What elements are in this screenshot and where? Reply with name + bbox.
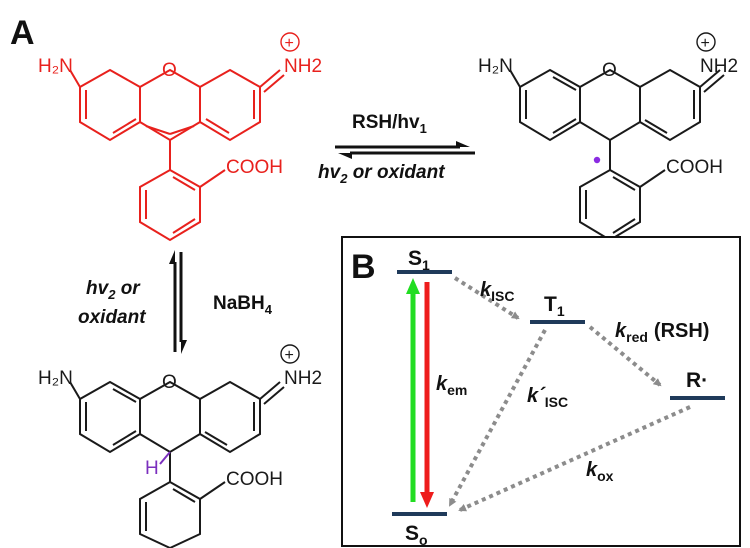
left-equilibrium-arrows <box>169 250 187 354</box>
emission-arrow <box>420 282 434 508</box>
dotted-arrows <box>448 276 691 512</box>
radical-oxygen-label: O <box>602 60 617 81</box>
isc-to-ground-arrow <box>448 329 547 507</box>
oxidized-iminium-label: NH2 <box>284 56 322 77</box>
left-reagent-line1: hv2 or <box>86 278 141 302</box>
absorption-arrow <box>406 278 420 502</box>
oxidized-acid-label: COOH <box>226 157 283 178</box>
reduced-charge-sign: + <box>285 347 294 364</box>
radical-charge-sign: + <box>701 35 710 52</box>
radical-acid-label: COOH <box>666 157 723 178</box>
oxidized-charge-circle <box>280 32 300 52</box>
reduced-acid-label: COOH <box>226 469 283 490</box>
panel-label-a: A <box>10 14 35 52</box>
rate-k-red: kred(RSH) <box>615 320 709 345</box>
oxidized-charge-sign: + <box>285 35 294 52</box>
radical-iminium-label: NH2 <box>700 56 738 77</box>
top-reverse-reagent: hv2 or oxidant <box>318 162 445 186</box>
radical-charge-circle <box>696 32 716 52</box>
right-reagent-nabh4: NaBH4 <box>213 293 273 317</box>
molecule-reduced <box>69 380 285 548</box>
oxidized-oxygen-label: O <box>162 60 177 81</box>
rate-k-ox: kox <box>586 459 614 484</box>
molecule-radical <box>509 68 725 242</box>
energy-levels <box>392 270 725 516</box>
molecule-oxidized-dye <box>69 68 285 242</box>
reduced-amine-label: H₂N <box>38 368 73 389</box>
reduced-hydrogen-label: H <box>145 458 159 479</box>
reduced-charge-circle <box>280 344 300 364</box>
top-equilibrium-arrows <box>335 141 475 159</box>
state-s0-label: So <box>405 522 428 548</box>
oxidized-amine-label: H₂N <box>38 56 73 77</box>
state-radical-label: R· <box>686 369 708 392</box>
reduced-hydrogen-bond <box>159 451 171 465</box>
radical-amine-label: H₂N <box>478 56 513 77</box>
rate-k-em: kem <box>436 373 467 398</box>
left-reagent-line2: oxidant <box>78 307 146 328</box>
state-s1-label: S1 <box>408 247 430 273</box>
state-t1-label: T1 <box>544 293 565 319</box>
rate-k-isc-prime: k´ISC <box>527 385 568 410</box>
reduced-iminium-label: NH2 <box>284 368 322 389</box>
oxidation-arrow <box>458 405 691 512</box>
panel-b-frame <box>341 236 741 547</box>
rate-k-isc: kISC <box>480 279 514 304</box>
top-forward-reagent: RSH/hv1 <box>352 112 427 136</box>
reduced-oxygen-label: O <box>162 372 177 393</box>
reduction-arrow <box>588 325 662 387</box>
panel-label-b: B <box>351 248 376 286</box>
radical-dot <box>593 156 601 164</box>
